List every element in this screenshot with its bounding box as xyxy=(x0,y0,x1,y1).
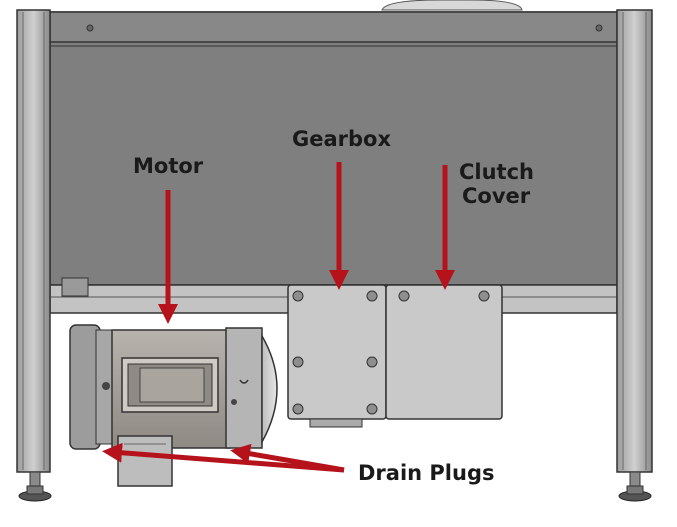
frame-screw xyxy=(595,24,603,32)
motor xyxy=(69,324,278,487)
frame-screw xyxy=(86,24,94,32)
right-leg xyxy=(616,9,653,473)
drain-plug-arrow-left xyxy=(102,442,345,473)
clutch-cover-label-line1: Clutch xyxy=(459,160,534,184)
gearbox-label: Gearbox xyxy=(292,127,392,151)
motor-label: Motor xyxy=(133,154,204,178)
left-leg xyxy=(16,9,51,473)
gearbox xyxy=(287,284,387,428)
drain-plug-arrow-right xyxy=(230,443,345,473)
frame-top-rail xyxy=(49,11,618,43)
right-foot xyxy=(618,471,652,502)
clutch-cover xyxy=(385,284,503,420)
frame-panel xyxy=(49,11,618,286)
drain-plugs-label: Drain Plugs xyxy=(358,461,495,485)
clutch-cover-label-line2: Cover xyxy=(462,184,531,208)
rail-bracket xyxy=(61,277,89,297)
left-foot xyxy=(18,471,52,502)
top-dome xyxy=(381,0,523,11)
